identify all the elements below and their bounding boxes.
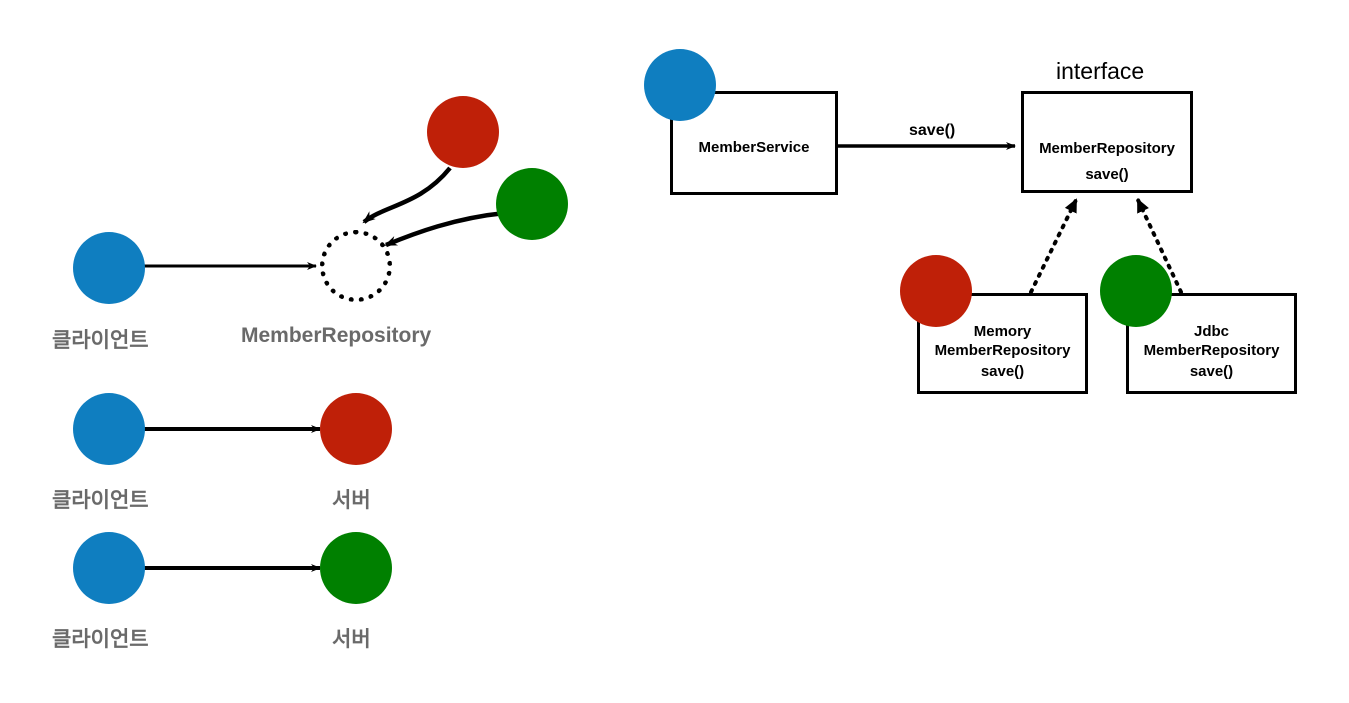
jdbc-member-repository-name-line2: MemberRepository [1143, 342, 1280, 359]
row2-client-label: 클라이언트 [52, 628, 149, 651]
member-repository-interface-name: MemberRepository [1039, 140, 1175, 157]
jdbc-member-repository-method: save() [1189, 363, 1234, 380]
edge-memory-impl-realizes [1029, 198, 1078, 294]
client-circle [73, 232, 145, 304]
impl-red-circle [427, 96, 499, 168]
memory-member-repository-name-line1: Memory [973, 323, 1032, 340]
row1-client-label: 클라이언트 [52, 489, 149, 512]
member-service-circle [644, 49, 716, 121]
impl-green-circle [496, 168, 568, 240]
row2-server-circle [320, 532, 392, 604]
member-repository-interface-box: MemberRepository save() [1021, 91, 1193, 193]
client-label: 클라이언트 [52, 329, 149, 352]
role-placeholder-circle [320, 230, 392, 302]
interface-caption: interface [1056, 58, 1145, 84]
row1-server-circle [320, 393, 392, 465]
edge-red-impl-to-role [362, 166, 452, 224]
memory-member-repository-name-line2: MemberRepository [934, 342, 1071, 359]
role-label: MemberRepository [241, 324, 432, 347]
memory-member-repository-circle [900, 255, 972, 327]
jdbc-member-repository-box: Jdbc MemberRepository save() [1126, 293, 1297, 394]
jdbc-member-repository-name-line1: Jdbc [1193, 323, 1229, 340]
edge-green-impl-to-role [384, 210, 506, 248]
member-repository-interface-method: save() [1085, 166, 1129, 183]
row2-server-label: 서버 [332, 628, 371, 651]
member-service-label: MemberService [698, 139, 810, 156]
jdbc-member-repository-circle [1100, 255, 1172, 327]
edge-jdbc-impl-realizes [1136, 198, 1183, 294]
member-service-box: MemberService [670, 91, 838, 195]
memory-member-repository-method: save() [980, 363, 1025, 380]
row1-client-circle [73, 393, 145, 465]
row1-server-label: 서버 [332, 489, 371, 512]
save-call-label: save() [909, 122, 956, 139]
row2-client-circle [73, 532, 145, 604]
